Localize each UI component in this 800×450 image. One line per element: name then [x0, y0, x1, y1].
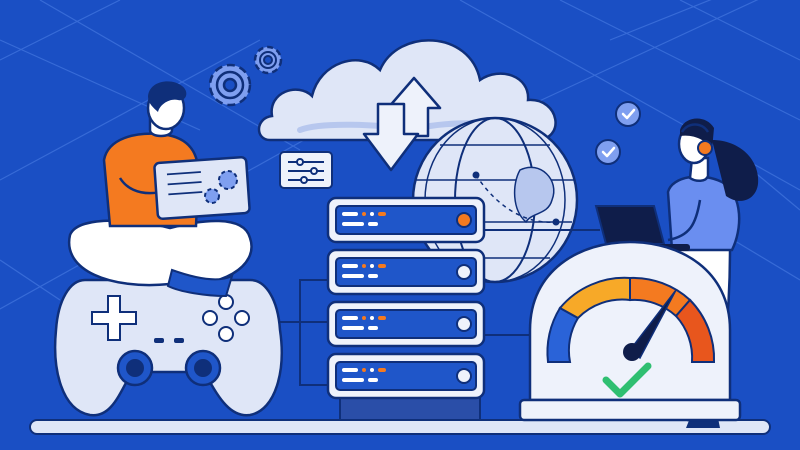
server-unit	[326, 196, 486, 244]
check-circle-icon	[615, 101, 641, 127]
server-rack	[326, 196, 486, 421]
server-unit	[326, 352, 486, 400]
game-controller-icon	[53, 278, 283, 417]
gear-icon	[253, 45, 283, 75]
tablet-icon	[153, 155, 251, 221]
server-unit	[326, 248, 486, 296]
floor	[29, 419, 771, 435]
speedometer-icon	[518, 240, 742, 422]
server-unit	[326, 300, 486, 348]
gauge-segment	[674, 298, 716, 363]
gamer-person	[67, 81, 253, 298]
check-circle-icon	[595, 139, 621, 165]
sliders-icon	[279, 151, 333, 189]
sync-arrows-icon	[362, 76, 442, 172]
gear-icon	[208, 63, 252, 107]
checkmark-icon	[602, 362, 652, 398]
